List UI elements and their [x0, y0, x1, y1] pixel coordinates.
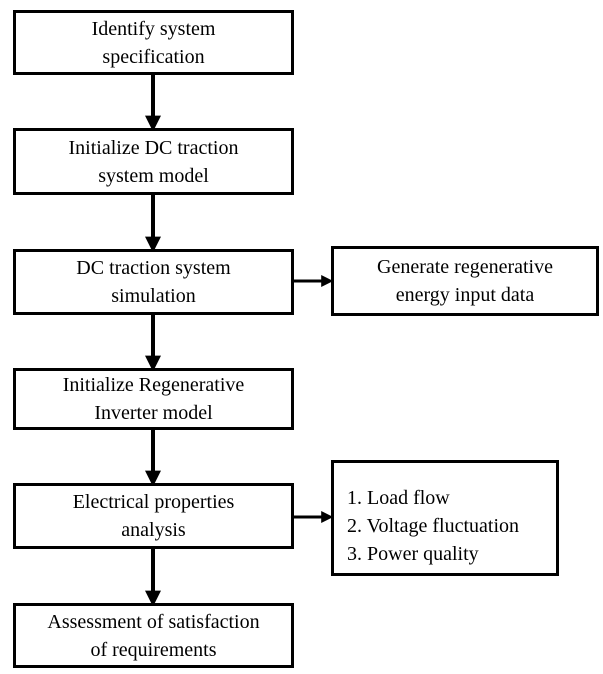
step-label: Identify system specification [91, 17, 216, 68]
step-label: Assessment of satisfaction of requiremen… [47, 610, 260, 661]
step-dc-traction-simulation: DC traction system simulation [13, 249, 294, 315]
side-output-generate-regenerative-energy: Generate regenerative energy input data [331, 246, 599, 316]
side-output-label: Generate regenerative energy input data [377, 256, 553, 306]
step-initialize-regenerative-inverter-model: Initialize Regenerative Inverter model [13, 368, 294, 430]
analysis-list-item: 2. Voltage fluctuation [347, 515, 520, 537]
step-label: DC traction system simulation [76, 257, 231, 307]
analysis-list-item: 3. Power quality [347, 543, 479, 565]
analysis-list-item: 1. Load flow [347, 487, 450, 509]
step-label: Initialize DC traction system model [68, 136, 239, 187]
step-label: Initialize Regenerative Inverter model [62, 374, 245, 424]
analysis-list: 1. Load flow 2. Voltage fluctuation 3. P… [347, 484, 556, 568]
step-electrical-properties-analysis: Electrical properties analysis [13, 483, 294, 549]
step-label: Electrical properties analysis [72, 491, 235, 541]
analysis-list-box: 1. Load flow 2. Voltage fluctuation 3. P… [331, 460, 559, 576]
step-initialize-dc-traction-model: Initialize DC traction system model [13, 128, 294, 195]
step-identify-system-specification: Identify system specification [13, 10, 294, 75]
step-assessment-of-requirements: Assessment of satisfaction of requiremen… [13, 603, 294, 668]
